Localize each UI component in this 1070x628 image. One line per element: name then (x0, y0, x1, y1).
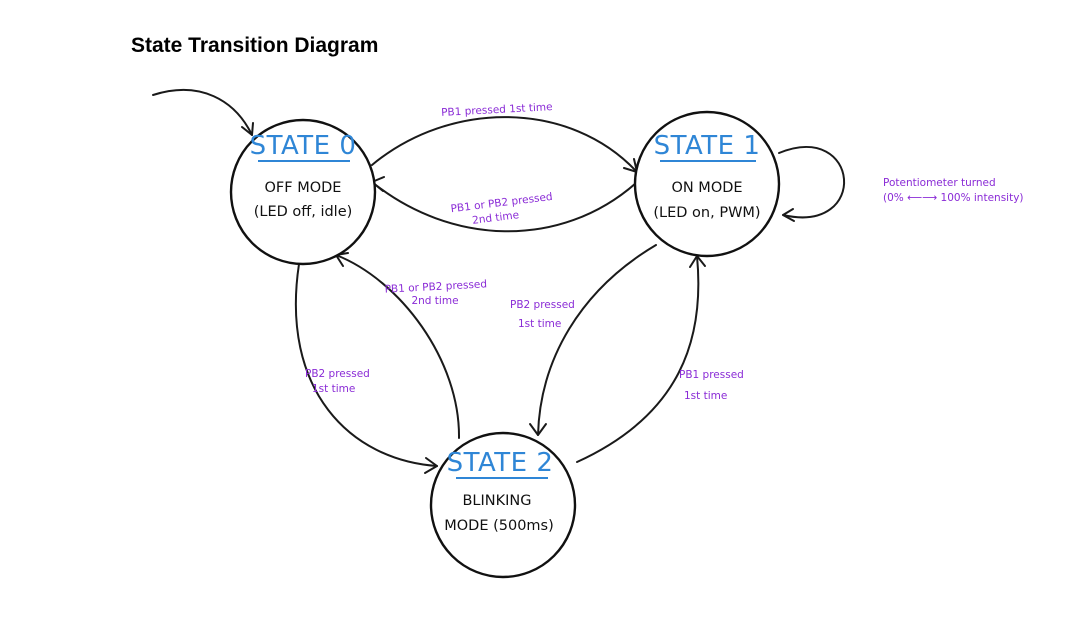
edge-s1-self (778, 146, 845, 219)
initial-arrow (152, 89, 253, 136)
label-s2-to-s1-line2: 1st time (684, 390, 727, 402)
state-0-mode: OFF MODE (265, 180, 342, 196)
label-s1-to-s2-line2: 1st time (518, 318, 561, 330)
state-2-detail: MODE (500ms) (444, 518, 554, 534)
state-2-mode: BLINKING (462, 493, 531, 509)
state-1-detail: (LED on, PWM) (653, 205, 760, 221)
edge-s0-to-s1 (371, 116, 638, 173)
state-0-name: STATE 0 (250, 131, 357, 161)
state-node-2: STATE 2 BLINKING MODE (500ms) (429, 431, 577, 579)
edge-s1-to-s2 (537, 244, 657, 436)
edge-s2-to-s0 (335, 254, 461, 439)
state-1-name: STATE 1 (654, 131, 761, 161)
label-s2-to-s0-line1: PB1 or PB2 pressed (384, 278, 487, 295)
label-s2-to-s0-line2: 2nd time (411, 295, 458, 307)
edge-s1-to-s0 (371, 181, 637, 233)
initial-arrowhead (241, 122, 254, 136)
arrowhead-s1-to-s2 (529, 423, 547, 436)
label-s0-to-s2-line1: PB2 pressed (305, 368, 370, 380)
edge-s0-to-s2 (294, 263, 438, 467)
state-node-1: STATE 1 ON MODE (LED on, PWM) (633, 110, 781, 258)
label-s0-to-s2-line2: 1st time (312, 383, 355, 395)
state-1-mode: ON MODE (671, 180, 742, 196)
edge-s2-to-s1 (576, 255, 700, 463)
label-s2-to-s1-line1: PB1 pressed (679, 369, 744, 381)
page-title: State Transition Diagram (131, 34, 379, 57)
state-2-name: STATE 2 (447, 448, 554, 478)
label-s1-self-line1: Potentiometer turned (883, 177, 996, 189)
label-s0-to-s1: PB1 pressed 1st time (441, 101, 553, 119)
label-s1-to-s0-line2: 2nd time (472, 209, 520, 227)
label-s1-to-s2-line1: PB2 pressed (510, 299, 575, 311)
state-0-detail: (LED off, idle) (254, 204, 353, 220)
state-node-0: STATE 0 OFF MODE (LED off, idle) (229, 118, 377, 266)
arrowhead-s0-to-s2 (424, 457, 438, 474)
arrowhead-s1-self (782, 208, 795, 222)
label-s1-self-line2: (0% ⟵⟶ 100% intensity) (883, 192, 1024, 204)
